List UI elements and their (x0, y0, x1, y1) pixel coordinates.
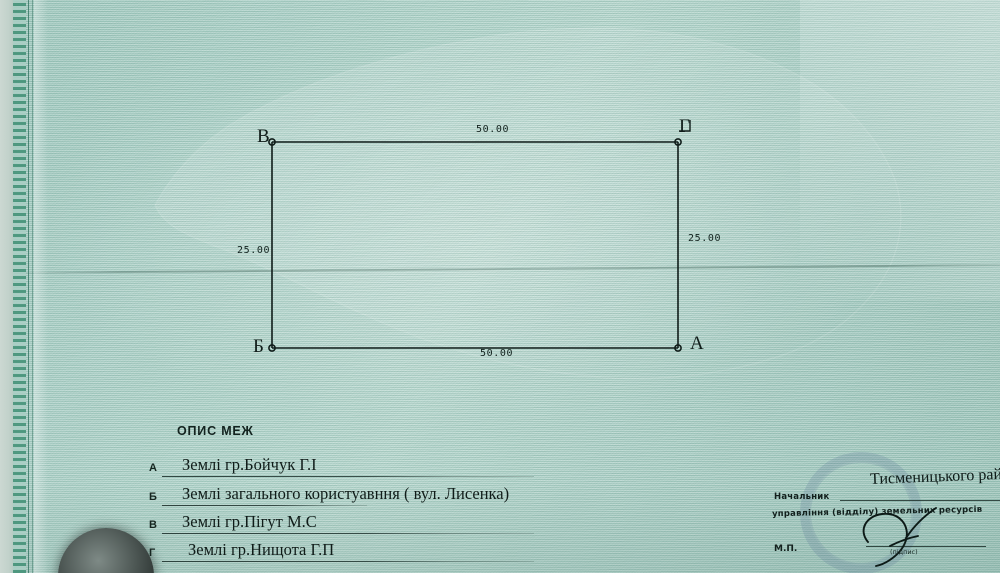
ukraine-map-watermark (154, 27, 902, 379)
signature-rule-top (840, 500, 1000, 501)
handwritten-district: Тисменицького районн (869, 464, 1000, 489)
signature-caption: (підпис) (890, 548, 918, 556)
description-row-g: Г Землі гр.Нищота Г.П (140, 540, 560, 566)
margin-fade (34, 0, 48, 573)
vertex-label-top-right: Г (679, 116, 690, 137)
margin-scallop-pattern (13, 0, 26, 573)
dimension-right: 25.00 (688, 233, 722, 244)
signature-block: Начальник управління (відділу) земельних… (770, 462, 1000, 573)
handwritten-signature (862, 507, 937, 567)
description-row-b: Б Землі загального користуавння ( вул. Л… (140, 484, 560, 510)
margin-rule-outer (32, 0, 33, 573)
description-rule-a (162, 476, 534, 477)
description-row-a: А Землі гр.Бойчук Г.І (140, 455, 560, 481)
description-heading: ОПИС МЕЖ (177, 424, 254, 438)
description-key-g: Г (149, 547, 156, 559)
vertex-marker-a (674, 344, 682, 352)
vertex-label-bottom-right: А (690, 333, 704, 354)
vertex-label-bottom-left: Б (253, 336, 264, 357)
corner-tick-g (679, 120, 691, 132)
vertex-marker-b (268, 344, 276, 352)
dimension-bottom: 50.00 (480, 348, 514, 359)
signature-rule-bottom (866, 546, 986, 547)
description-key-b: Б (149, 491, 157, 503)
vertex-marker-v (268, 138, 276, 146)
description-key-a: А (149, 462, 157, 474)
plot-svg (268, 120, 691, 352)
description-text-g: Землі гр.Нищота Г.П (188, 540, 335, 559)
vertex-marker-g (674, 138, 682, 146)
description-row-v: В Землі гр.Пігут М.С (140, 512, 560, 538)
description-rule-b (162, 505, 367, 506)
dimension-top: 50.00 (476, 124, 510, 135)
description-text-b: Землі загального користуавння ( вул. Лис… (182, 484, 510, 503)
vertex-label-top-left: В (257, 126, 270, 147)
description-rule-g (162, 561, 534, 562)
description-text-a: Землі гр.Бойчук Г.І (182, 455, 317, 474)
dimension-left: 25.00 (237, 245, 271, 256)
description-text-v: Землі гр.Пігут М.С (182, 512, 317, 531)
signature-role-line1: Начальник (774, 492, 830, 502)
margin-outer-strip (0, 0, 14, 573)
stamp-place-label: М.П. (774, 544, 798, 554)
decorative-left-border (0, 0, 48, 573)
description-rule-v (162, 533, 534, 534)
description-key-v: В (149, 519, 157, 531)
margin-rule-inner (28, 0, 29, 573)
